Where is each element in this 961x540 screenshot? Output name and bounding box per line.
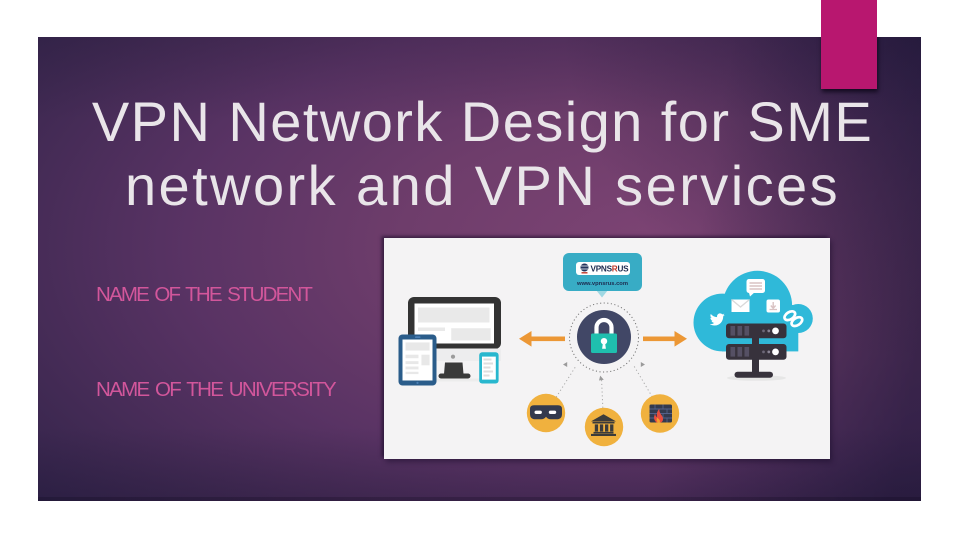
svg-text:VPNSRUS: VPNSRUS — [591, 265, 630, 274]
svg-text:www.vpnsrus.com: www.vpnsrus.com — [576, 281, 628, 287]
